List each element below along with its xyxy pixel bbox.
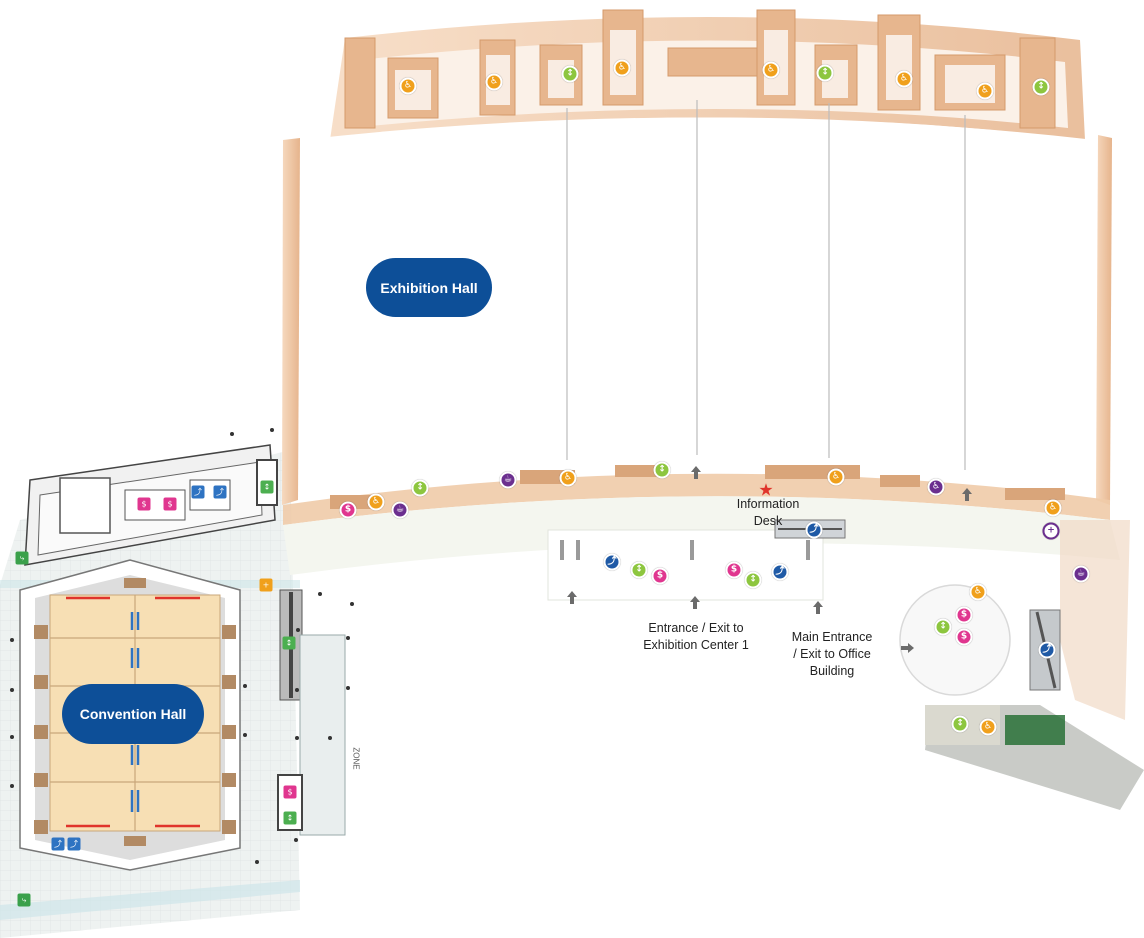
cafe-icon[interactable]: ☕ <box>391 501 409 519</box>
restroom-icon[interactable]: ♿ <box>979 718 997 736</box>
first-aid-icon[interactable]: + <box>1042 522 1060 540</box>
elevator-icon[interactable]: ↕ <box>744 571 762 589</box>
first-aid-icon[interactable]: + <box>259 578 273 592</box>
restroom-icon[interactable]: ♿ <box>827 468 845 486</box>
escalator-icon[interactable]: ⤴ <box>191 485 205 499</box>
elevator-icon[interactable]: ↕ <box>561 65 579 83</box>
elevator-icon[interactable]: ↕ <box>282 636 296 650</box>
restroom-icon[interactable]: ♿ <box>895 70 913 88</box>
restroom-icon[interactable]: ♿ <box>399 77 417 95</box>
elevator-icon[interactable]: ↕ <box>630 561 648 579</box>
atm-icon[interactable]: $ <box>955 628 973 646</box>
exhibition-hall-label[interactable]: Exhibition Hall <box>366 258 492 317</box>
elevator-icon[interactable]: ↕ <box>283 811 297 825</box>
escalator-icon[interactable]: ⤴ <box>213 485 227 499</box>
atm-icon[interactable]: $ <box>163 497 177 511</box>
column-dots <box>10 428 354 864</box>
cafe-icon[interactable]: ☕ <box>499 471 517 489</box>
restroom-icon[interactable]: ♿ <box>485 73 503 91</box>
convention-wing <box>0 444 346 938</box>
atm-icon[interactable]: $ <box>955 606 973 624</box>
vertical-zone-label: ZONE <box>351 747 361 770</box>
atm-icon[interactable]: $ <box>283 785 297 799</box>
elevator-icon[interactable]: ↕ <box>653 461 671 479</box>
restroom-icon[interactable]: ♿ <box>976 82 994 100</box>
exhibition-wing <box>282 9 1144 810</box>
fire-exit-icon[interactable]: ⤷ <box>15 551 29 565</box>
convention-hall-label[interactable]: Convention Hall <box>62 684 204 744</box>
restroom-icon[interactable]: ♿ <box>1044 499 1062 517</box>
entrance-exhibition-center-1-label: Entrance / Exit to Exhibition Center 1 <box>643 621 749 652</box>
escalator-icon[interactable]: ⤴ <box>805 521 823 539</box>
information-desk-label: Information Desk <box>736 497 800 528</box>
cafe-icon[interactable]: ☕ <box>1072 565 1090 583</box>
information-star-icon: ★ <box>758 480 774 501</box>
escalator-icon[interactable]: ⤴ <box>603 553 621 571</box>
elevator-icon[interactable]: ↕ <box>934 618 952 636</box>
atm-icon[interactable]: $ <box>725 561 743 579</box>
atm-icon[interactable]: $ <box>651 567 669 585</box>
escalator-icon[interactable]: ⤴ <box>51 837 65 851</box>
escalator-icon[interactable]: ⤴ <box>1038 641 1056 659</box>
wheelchair-icon[interactable]: ♿ <box>927 478 945 496</box>
main-entrance-label: Main Entrance / Exit to Office Building <box>791 630 873 678</box>
restroom-icon[interactable]: ♿ <box>762 61 780 79</box>
atm-icon[interactable]: $ <box>339 501 357 519</box>
elevator-icon[interactable]: ↕ <box>1032 78 1050 96</box>
elevator-icon[interactable]: ↕ <box>951 715 969 733</box>
elevator-icon[interactable]: ↕ <box>411 479 429 497</box>
escalator-icon[interactable]: ⤴ <box>67 837 81 851</box>
restroom-icon[interactable]: ♿ <box>969 583 987 601</box>
restroom-icon[interactable]: ♿ <box>559 469 577 487</box>
atm-icon[interactable]: $ <box>137 497 151 511</box>
elevator-icon[interactable]: ↕ <box>816 64 834 82</box>
restroom-icon[interactable]: ♿ <box>613 59 631 77</box>
restroom-icon[interactable]: ♿ <box>367 493 385 511</box>
fire-exit-icon[interactable]: ⤷ <box>17 893 31 907</box>
escalator-icon[interactable]: ⤴ <box>771 563 789 581</box>
elevator-icon[interactable]: ↕ <box>260 480 274 494</box>
